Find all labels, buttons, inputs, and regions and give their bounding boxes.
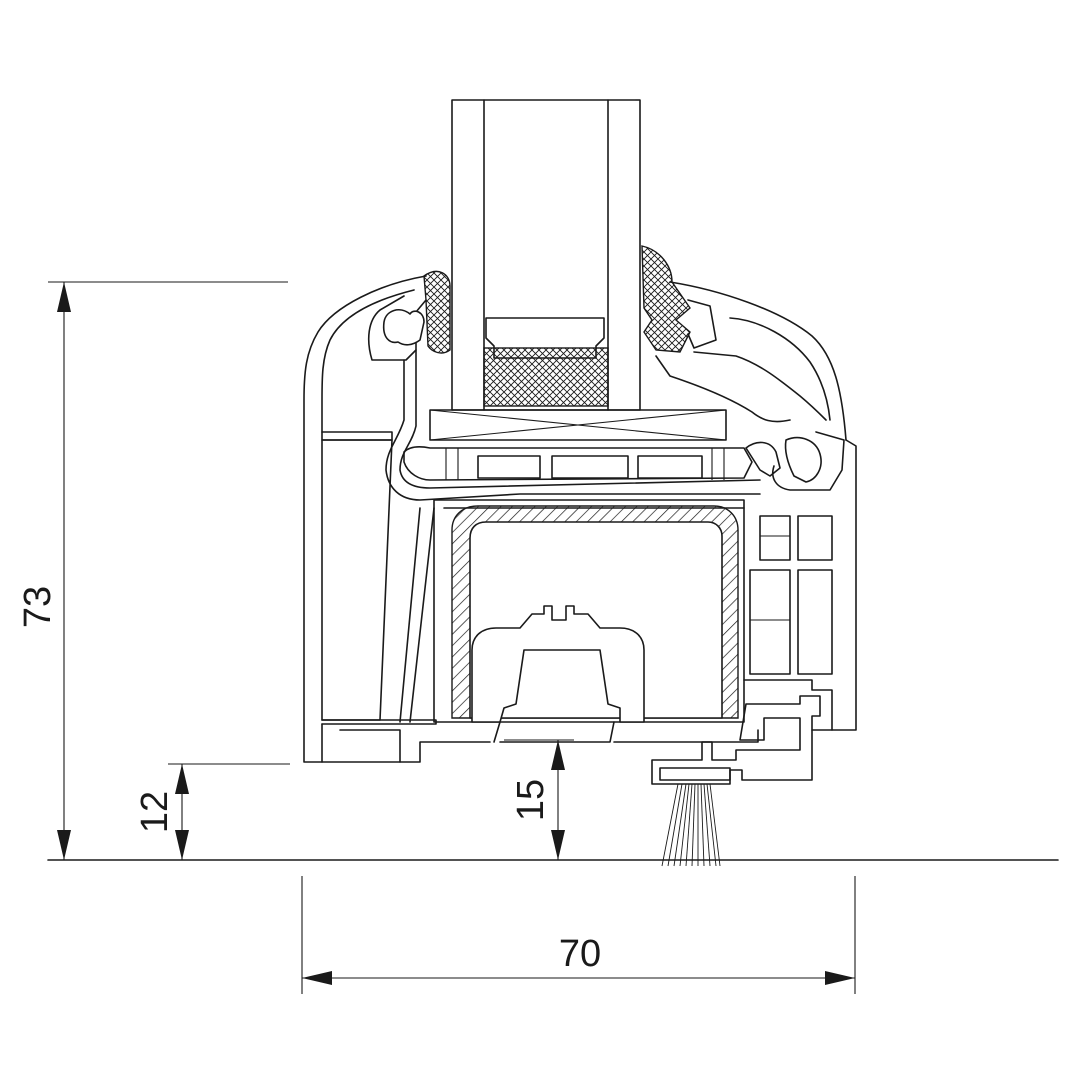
frame-body	[433, 499, 833, 743]
brush-seal	[651, 695, 821, 867]
glazing-unit	[451, 99, 641, 411]
dimension-label-12: 12	[134, 791, 176, 833]
dimension-label-70: 70	[559, 933, 601, 975]
dimension-frame-depth: 70	[301, 876, 856, 994]
frame-profile-right	[403, 245, 857, 731]
dimension-threshold-gap: 15	[504, 739, 574, 860]
dimension-total-height: 73	[17, 281, 288, 860]
dimension-label-73: 73	[17, 586, 59, 628]
brush-bristles	[661, 783, 721, 867]
glazing-block	[429, 409, 727, 441]
dimension-bottom-gap: 12	[134, 763, 290, 860]
dimension-label-15: 15	[510, 779, 552, 821]
